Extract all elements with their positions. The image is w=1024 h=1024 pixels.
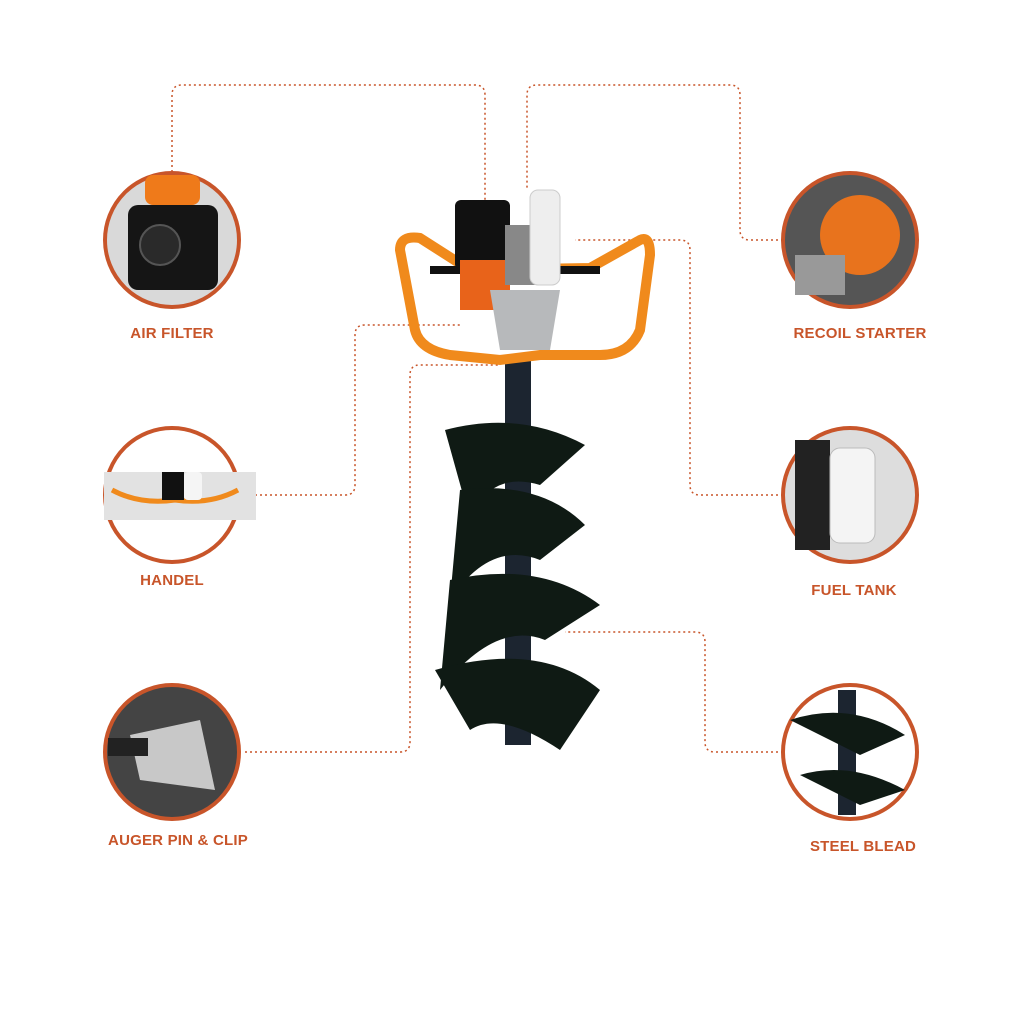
auger-pin-image [103, 683, 241, 821]
connector-auger-pin [245, 364, 500, 753]
label-steel-blade: STEEL BLEAD [809, 838, 917, 855]
connector-steel-blade [565, 631, 783, 753]
label-handle: HANDEL [140, 572, 204, 589]
connector-fuel-tank [575, 239, 783, 496]
label-recoil-starter: RECOIL STARTER [793, 325, 927, 342]
connector-lines [171, 84, 783, 753]
earth-auger-machine [394, 189, 656, 750]
label-air-filter: AIR FILTER [130, 325, 214, 342]
label-fuel-tank: FUEL TANK [811, 582, 897, 599]
air-filter-image [103, 171, 241, 309]
recoil-starter-image [781, 171, 919, 309]
feature-circles [103, 171, 919, 821]
connector-handle [240, 324, 460, 496]
connector-recoil-starter [526, 84, 783, 241]
label-auger-pin: AUGER PIN & CLIP [108, 832, 248, 849]
connector-air-filter [171, 84, 486, 200]
handle-image [103, 426, 256, 564]
steel-blade-image [781, 683, 919, 821]
fuel-tank-image [781, 426, 919, 564]
